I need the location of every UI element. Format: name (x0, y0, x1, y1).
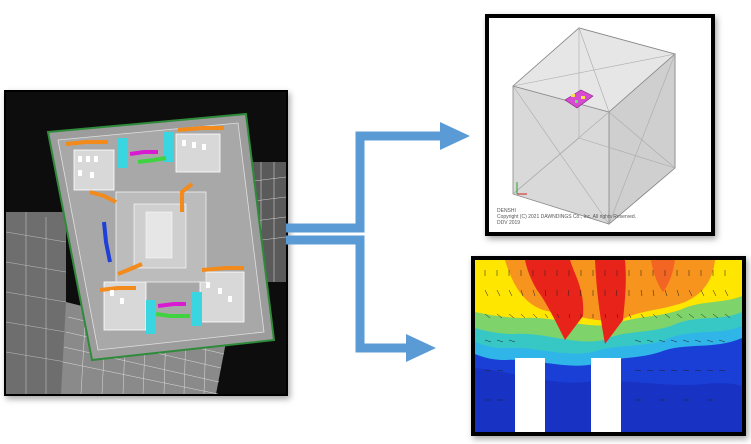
velocity-vectors (484, 270, 731, 401)
building-model-drawing (6, 112, 286, 394)
building-in-domain (564, 89, 594, 109)
arrow-to-cfd-result (286, 235, 408, 353)
obstacle-block (515, 358, 545, 432)
copyright-line: Copyright (C) 2021 DAWNDINGS Co., Inc. A… (497, 214, 637, 220)
colored-pipes (102, 150, 190, 318)
arrow-to-domain-model (286, 131, 442, 233)
domain-box-drawing (512, 27, 676, 225)
orange-pipes (65, 126, 244, 292)
cyan-unit (192, 292, 202, 326)
roof-equipment (73, 133, 245, 331)
arrow-head-bottom (406, 334, 436, 362)
cfd-contour-image (471, 256, 746, 436)
axis-triad (516, 182, 527, 195)
cyan-unit (164, 132, 174, 162)
roof-details (78, 140, 232, 304)
cfd-domain-image: DENSHI Copyright (C) 2021 DAWNDINGS Co.,… (485, 14, 715, 236)
building-model-image (4, 90, 288, 396)
arrow-head-top (440, 122, 470, 150)
neighbor-building-grid (6, 212, 67, 394)
cyan-unit (118, 138, 128, 168)
contour-plot (475, 260, 742, 432)
cyan-unit (146, 300, 156, 334)
logo-text: DENSHI (497, 208, 516, 214)
copyright-text: DENSHI Copyright (C) 2021 DAWNDINGS Co.,… (497, 208, 636, 226)
neighbor-building-left (6, 212, 66, 394)
obstacle-block (591, 358, 621, 432)
flow-arrows (286, 122, 470, 362)
version-line: DDV 2019 (497, 220, 521, 226)
